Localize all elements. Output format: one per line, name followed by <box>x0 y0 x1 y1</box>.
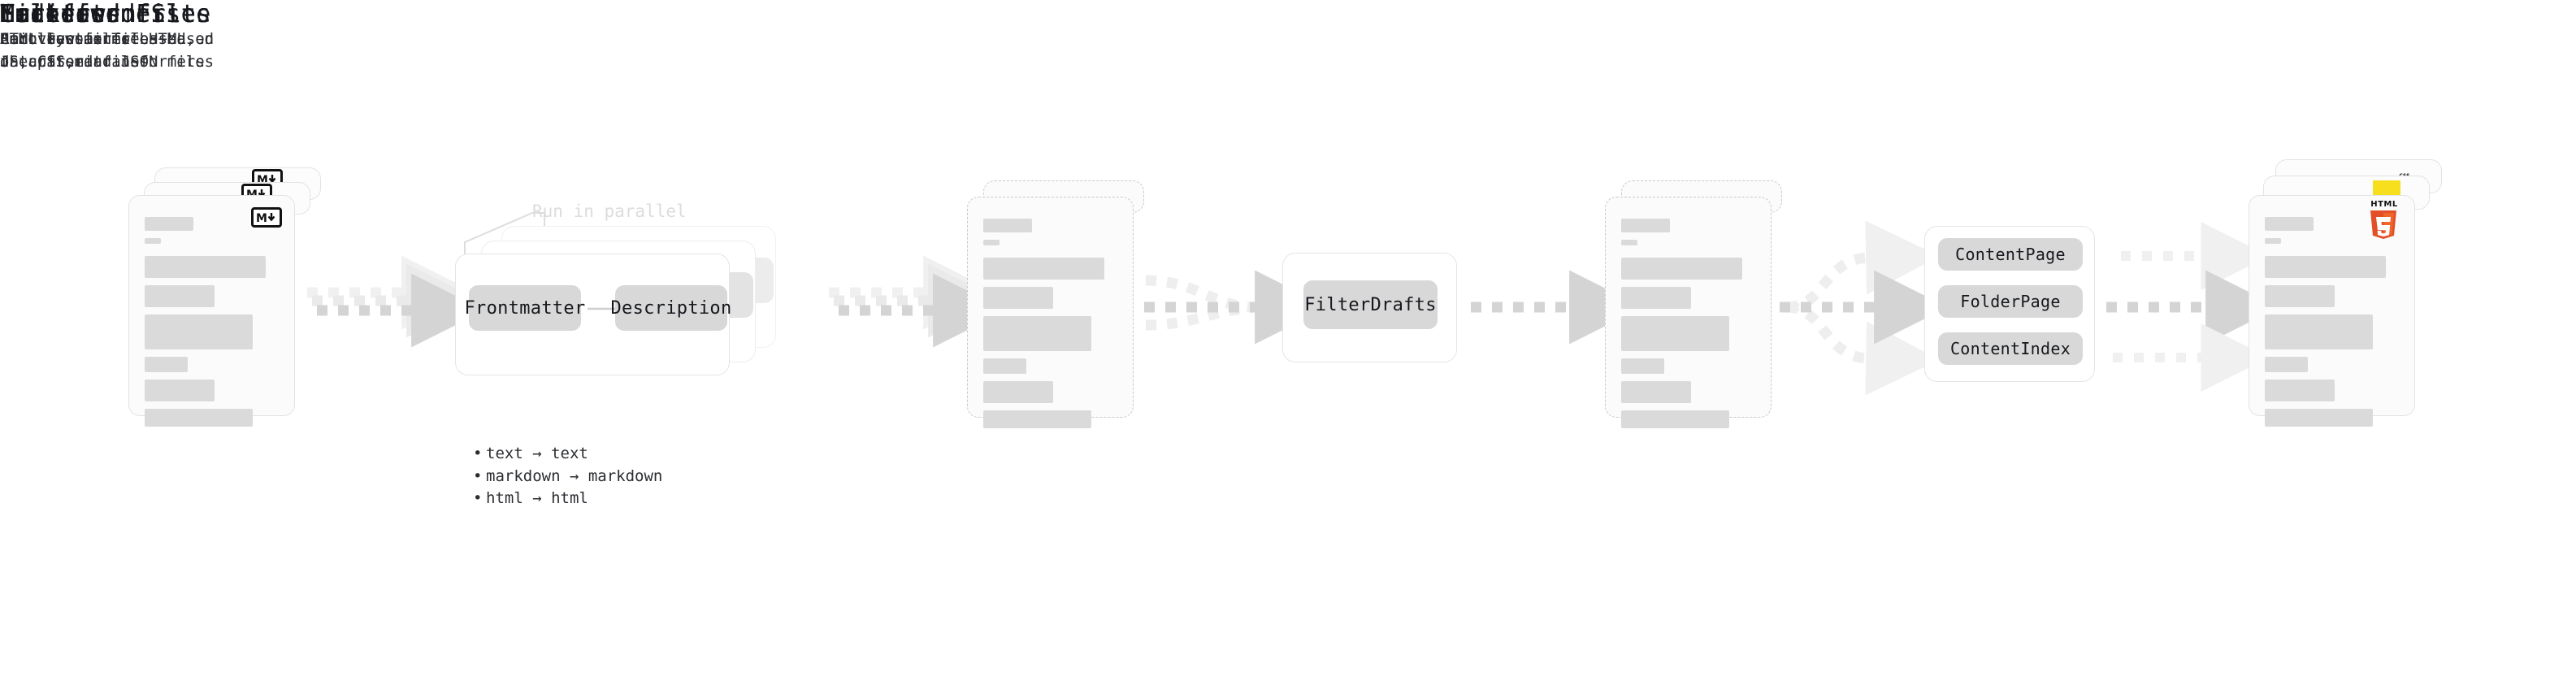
filter-chip-filterdrafts[interactable]: FilterDrafts <box>1303 280 1438 329</box>
javascript-icon <box>2373 180 2400 196</box>
skeleton-bar <box>2265 409 2373 427</box>
stage-filtered-files: Filtered files <box>0 0 1782 428</box>
filters-box: FilterDrafts <box>1282 253 1457 362</box>
skeleton-bar <box>145 256 267 278</box>
document-card-front: M <box>128 195 295 427</box>
skeleton-bar <box>1621 258 1743 280</box>
skeleton-bar <box>1621 316 1729 351</box>
stage-markdown-files: M M M <box>0 0 321 427</box>
skeleton-bar <box>145 380 215 401</box>
stage-filters: FilterDrafts Filters Remove some files b… <box>0 0 1457 362</box>
stage-sub-filters: Remove some files based on criteria <box>0 30 215 71</box>
transformer-capabilities-list: text → text markdown → markdown html → h… <box>468 443 662 510</box>
skeleton-bar <box>2265 285 2335 307</box>
stage-heading-filtered-files: Filtered files <box>0 0 211 28</box>
html5-wordmark: HTML <box>2370 200 2398 209</box>
connector-transformers-to-modified <box>829 255 1008 348</box>
skeleton-bar <box>145 285 215 307</box>
transformer-chip-frontmatter[interactable]: Frontmatter <box>465 285 585 331</box>
stage-heading-transformers: Transformers <box>0 0 181 28</box>
document-skeleton <box>145 217 279 434</box>
run-in-parallel-label: Run in parallel <box>532 202 687 221</box>
document-card-front: HTML <box>2249 195 2415 427</box>
stage-heading-emitters: Emitters <box>0 0 121 28</box>
stage-heading-modified-files: Modified files <box>0 0 211 28</box>
skeleton-bar <box>1621 410 1729 428</box>
skeleton-bar <box>1621 287 1692 309</box>
connector-modified-to-filters <box>1144 270 1329 345</box>
svg-text:M: M <box>256 212 267 224</box>
skeleton-bar <box>983 219 1032 232</box>
skeleton-bar <box>983 316 1091 351</box>
document-skeleton <box>983 219 1117 436</box>
skeleton-bar <box>2265 256 2387 278</box>
skeleton-bar <box>145 357 189 372</box>
skeleton-bar <box>2265 238 2282 244</box>
skeleton-bar <box>983 381 1054 403</box>
skeleton-bar <box>983 240 1000 245</box>
html5-icon: HTML <box>2367 201 2401 241</box>
skeleton-bar <box>1621 358 1665 374</box>
list-item: markdown → markdown <box>473 466 662 488</box>
stage-generated-site: CSS HTML <box>0 0 2442 427</box>
skeleton-bar <box>983 258 1105 280</box>
markdown-glyph: M <box>256 212 275 224</box>
skeleton-bar <box>2265 380 2335 401</box>
connector-markdown-to-transformers <box>307 255 486 348</box>
list-item: html → html <box>473 488 662 510</box>
document-card-front <box>1605 197 1772 428</box>
transformer-chip-description[interactable]: Description <box>611 285 731 331</box>
document-skeleton <box>2265 217 2399 434</box>
connector-filtered-to-emitters <box>1780 220 1949 396</box>
stage-sub-emitters: Emit new files based on the parsed files <box>0 30 215 71</box>
html5-shield <box>2370 210 2396 239</box>
document-card-front <box>967 197 1134 428</box>
connector-emitters-to-generated <box>2106 222 2280 392</box>
stage-transformers: Run in parallel Frontmatter Description … <box>0 0 776 510</box>
emitter-chip-contentpage[interactable]: ContentPage <box>1938 238 2083 271</box>
stage-heading-generated-site: Generated Site <box>0 0 211 28</box>
emitters-box: ContentPage FolderPage ContentIndex <box>1924 226 2095 382</box>
skeleton-bar <box>145 217 193 231</box>
list-item: text → text <box>473 443 662 466</box>
stage-emitters: ContentPage FolderPage ContentIndex Emit… <box>0 0 2095 382</box>
stage-sub-generated-site: A collection of HTML, JS, CSS, and JSON … <box>0 30 215 71</box>
document-skeleton <box>1621 219 1755 436</box>
stage-modified-files: Modified files HTML Syntax Tree + data f… <box>0 0 1144 428</box>
emitter-chip-folderpage[interactable]: FolderPage <box>1938 285 2083 318</box>
skeleton-bar <box>2265 357 2309 372</box>
transformer-box-front: Frontmatter Description <box>455 254 731 375</box>
skeleton-bar <box>983 287 1054 309</box>
stage-sub-transformers: Can transform: <box>0 30 131 48</box>
skeleton-bar <box>2265 314 2373 349</box>
parallel-bracket <box>464 212 545 267</box>
skeleton-bar <box>145 314 253 349</box>
emitter-chip-contentindex[interactable]: ContentIndex <box>1938 332 2083 365</box>
markdown-icon: M <box>251 207 282 228</box>
skeleton-bar <box>145 409 253 427</box>
skeleton-bar <box>983 358 1027 374</box>
skeleton-bar <box>2265 217 2314 231</box>
skeleton-bar <box>983 410 1091 428</box>
stage-heading-filters: Filters <box>0 0 106 28</box>
stage-heading-markdown-files: Markdown Files <box>0 0 211 28</box>
skeleton-bar <box>1621 381 1692 403</box>
skeleton-bar <box>1621 219 1670 232</box>
skeleton-bar <box>1621 240 1638 245</box>
stage-sub-modified-files: HTML Syntax Tree + data from transformer… <box>0 30 205 71</box>
skeleton-bar <box>145 238 162 244</box>
